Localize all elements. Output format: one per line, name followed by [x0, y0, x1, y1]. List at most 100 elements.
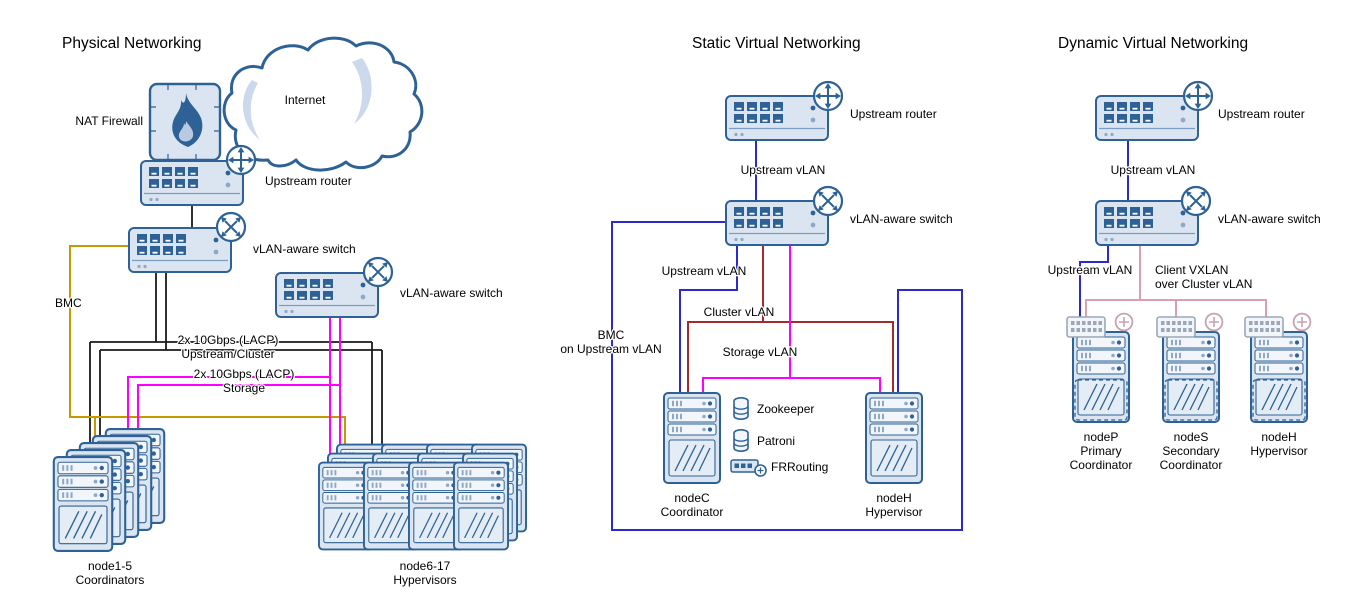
internet-label: Internet — [285, 93, 326, 107]
frrouting-label: FRRouting — [771, 460, 828, 474]
nat-firewall-icon — [148, 82, 222, 162]
switch-chassis — [725, 200, 829, 246]
lacp-storage-label-line1: 2x 10Gbps (LACP) — [194, 367, 295, 381]
dynamic-upstream-router-device — [1095, 80, 1214, 141]
physical-vlan-switch-lower-label: vLAN-aware switch — [400, 286, 503, 300]
switch-chassis — [140, 160, 244, 206]
server-icon — [52, 456, 114, 552]
dynamic-virtual-title: Dynamic Virtual Networking — [1058, 35, 1248, 52]
cloud-swoosh-left — [242, 80, 260, 140]
storage-vlan-label: Storage vLAN — [723, 345, 798, 359]
internet-cloud-icon — [222, 36, 424, 172]
physical-vlan-switch-upper-label: vLAN-aware switch — [253, 242, 356, 256]
dynamic-upstream-vlan-label: Upstream vLAN — [1048, 263, 1133, 277]
dynamic-vlan-switch-label: vLAN-aware switch — [1218, 212, 1321, 226]
virtual-zone-dashed-outline — [1074, 379, 1128, 421]
switch-icon — [362, 256, 394, 288]
dynamic-upstream-vlan-link-label: Upstream vLAN — [1111, 163, 1196, 177]
nodep-label-line1: nodeP — [1084, 430, 1119, 444]
nodes-server — [1156, 312, 1224, 424]
nodec-server-icon — [663, 392, 721, 484]
nodep-server — [1066, 312, 1134, 424]
dynamic-nodeh-label-line1: nodeH — [1261, 430, 1296, 444]
static-nodeh-label-line2: Hypervisor — [865, 505, 922, 519]
switch-chassis — [725, 95, 829, 141]
static-vlan-switch-label: vLAN-aware switch — [850, 212, 953, 226]
frrouting-icon — [730, 459, 767, 477]
vxlan-endpoint-icon — [1292, 312, 1312, 332]
zookeeper-database-icon — [733, 396, 749, 421]
virtual-zone-dashed-outline — [1164, 379, 1218, 421]
static-upstream-vlan-label: Upstream vLAN — [662, 264, 747, 278]
bmc-label: BMC — [55, 296, 82, 310]
nat-firewall-label: NAT Firewall — [75, 114, 143, 128]
dynamic-upstream-vlan-links — [1079, 141, 1129, 332]
nodes-label-line2: Secondary — [1162, 444, 1219, 458]
patroni-label: Patroni — [757, 434, 795, 448]
virtual-zone-dashed-outline — [1252, 379, 1306, 421]
physical-upstream-cluster-links — [89, 206, 383, 452]
nodep-label-line2: Primary — [1080, 444, 1121, 458]
static-vlan-switch-device — [725, 185, 844, 246]
nodep-label-line3: Coordinator — [1070, 458, 1133, 472]
dynamic-upstream-router-label: Upstream router — [1218, 107, 1305, 121]
physical-vlan-switch-lower — [275, 256, 394, 318]
nodeh-server-icon — [865, 392, 923, 484]
static-nodeh-label-line1: nodeH — [876, 491, 911, 505]
section-static-virtual: Static Virtual Networking Upstream route… — [559, 35, 963, 531]
client-vxlan-label-line1: Client VXLAN — [1155, 263, 1228, 277]
vxlan-endpoint-icon — [1114, 312, 1134, 332]
vxlan-bridge-icon — [1066, 316, 1106, 338]
cloud-swoosh-right — [352, 58, 372, 124]
static-upstream-vlan-link-label: Upstream vLAN — [741, 163, 826, 177]
static-upstream-router-device — [725, 80, 844, 141]
router-icon — [225, 144, 257, 176]
lacp-upstream-label-line1: 2x 10Gbps (LACP) — [178, 333, 279, 347]
static-storage-vlan-links — [702, 246, 881, 393]
static-upstream-vlan-links — [611, 141, 963, 531]
lacp-storage-label-line2: Storage — [223, 381, 265, 395]
coordinators-label-line1: node1-5 — [88, 559, 132, 573]
physical-title: Physical Networking — [62, 35, 202, 52]
nodes-label-line1: nodeS — [1174, 430, 1209, 444]
nodec-label-line1: nodeC — [674, 491, 710, 505]
cluster-vlan-label: Cluster vLAN — [704, 305, 775, 319]
coordinator-server-stack — [52, 428, 166, 552]
server-icon — [1162, 330, 1220, 424]
switch-chassis — [1095, 95, 1199, 141]
dynamic-nodeh-label-line2: Hypervisor — [1250, 444, 1307, 458]
coordinators-label-line2: Coordinators — [76, 573, 145, 587]
patroni-database-icon — [733, 428, 749, 453]
server-icon — [1072, 330, 1130, 424]
switch-chassis — [128, 227, 232, 273]
dynamic-nodeh-server — [1244, 312, 1312, 424]
client-vxlan-label-line2: over Cluster vLAN — [1155, 277, 1252, 291]
vxlan-bridge-icon — [1244, 316, 1284, 338]
router-icon — [1182, 80, 1214, 112]
switch-icon — [215, 211, 247, 243]
nodec-label-line2: Coordinator — [661, 505, 724, 519]
server-icon — [1250, 330, 1308, 424]
dynamic-client-vxlan-links — [1085, 246, 1267, 318]
vxlan-bridge-icon — [1156, 316, 1196, 338]
physical-vlan-switch-upper — [128, 211, 247, 273]
hypervisors-label-line2: Hypervisors — [393, 573, 456, 587]
hypervisor-server-stack — [318, 443, 527, 551]
switch-icon — [1180, 185, 1212, 217]
vxlan-endpoint-icon — [1204, 312, 1224, 332]
static-upstream-router-label: Upstream router — [850, 107, 937, 121]
router-icon — [812, 80, 844, 112]
switch-icon — [812, 185, 844, 217]
hypervisors-label-line1: node6-17 — [400, 559, 451, 573]
static-virtual-title: Static Virtual Networking — [692, 35, 861, 52]
section-physical: Physical Networking Internet NAT Firewal… — [52, 35, 527, 588]
bmc-upstream-label-line2: on Upstream vLAN — [560, 342, 661, 356]
switch-chassis — [275, 272, 379, 318]
server-icon — [453, 461, 509, 551]
physical-upstream-router-label: Upstream router — [265, 174, 352, 188]
lacp-upstream-label-line2: Upstream/Cluster — [181, 347, 274, 361]
bmc-upstream-label-line1: BMC — [598, 328, 625, 342]
section-dynamic-virtual: Dynamic Virtual Networking Upstream rout… — [1046, 35, 1322, 473]
